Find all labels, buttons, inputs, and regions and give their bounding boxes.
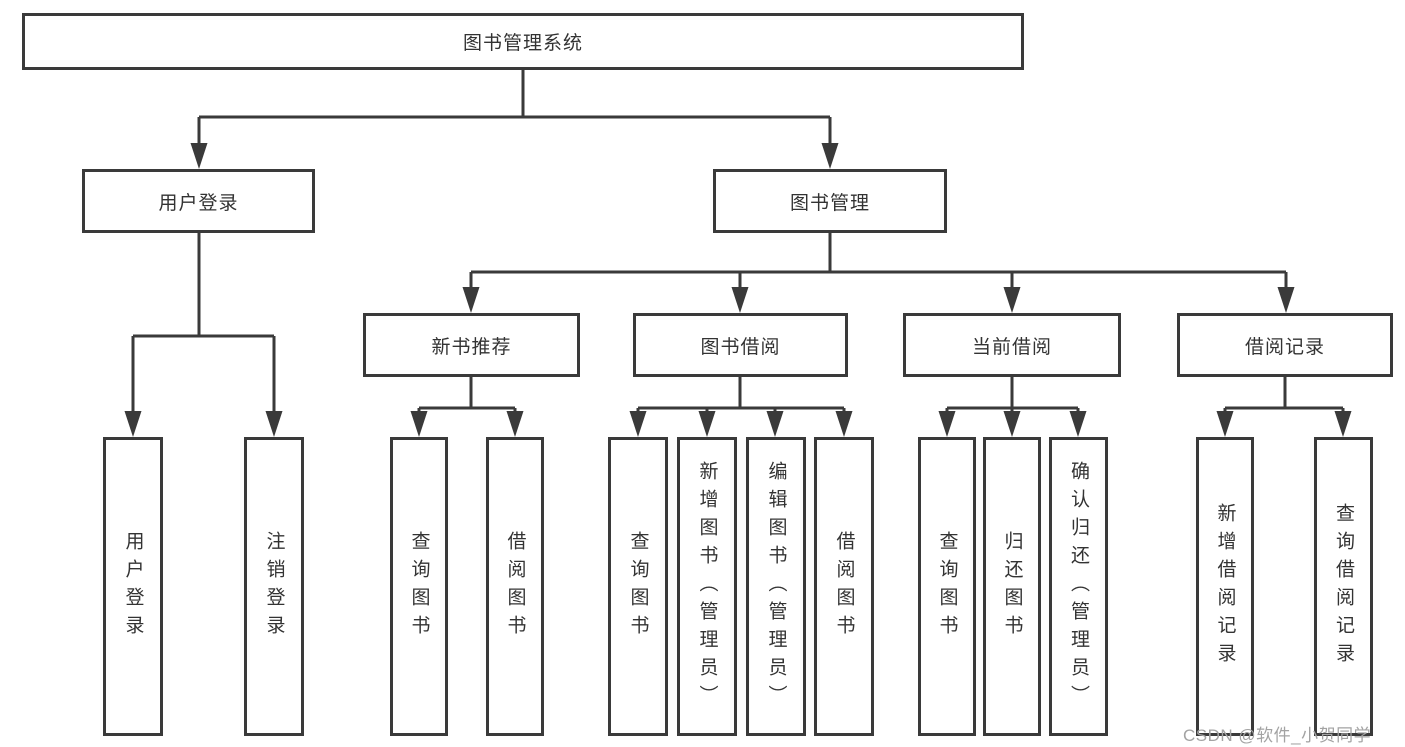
- arrowhead-group: [124, 143, 1352, 437]
- node-label: 用户登录: [122, 530, 144, 643]
- node-label: 用户登录: [158, 192, 239, 214]
- node-query-book-1: 查询图书: [390, 437, 448, 736]
- node-label: 确认归还（管理员）: [1068, 460, 1089, 713]
- node-user-login: 用户登录: [82, 169, 315, 233]
- node-current-borrow: 当前借阅: [903, 313, 1121, 377]
- node-label: 编辑图书（管理员）: [765, 460, 787, 713]
- node-label: 查询图书: [627, 530, 649, 643]
- node-label: 图书管理系统: [462, 33, 583, 54]
- node-return-book: 归还图书: [983, 437, 1041, 736]
- node-label: 新增图书（管理员）: [696, 460, 718, 713]
- node-book-management: 图书管理: [713, 169, 947, 233]
- node-logout: 注销登录: [244, 437, 304, 736]
- node-borrow-book-1: 借阅图书: [486, 437, 544, 736]
- node-query-book-2: 查询图书: [608, 437, 668, 736]
- node-label: 借阅记录: [1244, 336, 1325, 358]
- node-label: 借阅图书: [504, 530, 526, 643]
- node-label: 借阅图书: [833, 530, 855, 643]
- node-query-book-3: 查询图书: [918, 437, 976, 736]
- node-book-borrow: 图书借阅: [633, 313, 848, 377]
- node-label: 当前借阅: [971, 336, 1052, 358]
- node-label: 图书管理: [789, 192, 870, 214]
- node-label: 查询借阅记录: [1333, 502, 1354, 671]
- node-label: 查询图书: [936, 530, 958, 643]
- node-user-login-leaf: 用户登录: [103, 437, 163, 736]
- node-new-book-recommend: 新书推荐: [363, 313, 580, 377]
- node-label: 注销登录: [263, 530, 285, 643]
- node-borrow-record: 借阅记录: [1177, 313, 1393, 377]
- node-label: 新书推荐: [431, 336, 512, 358]
- node-label: 查询图书: [408, 530, 430, 643]
- node-edit-book-admin: 编辑图书（管理员）: [746, 437, 806, 736]
- node-library-management-system: 图书管理系统: [22, 13, 1024, 70]
- node-query-borrow-record: 查询借阅记录: [1314, 437, 1373, 736]
- node-label: 新增借阅记录: [1214, 502, 1236, 671]
- csdn-watermark: CSDN @软件_小贺同学: [1183, 726, 1372, 745]
- node-borrow-book-2: 借阅图书: [814, 437, 874, 736]
- node-confirm-return-admin: 确认归还（管理员）: [1049, 437, 1108, 736]
- node-label: 图书借阅: [700, 336, 781, 358]
- node-add-borrow-record: 新增借阅记录: [1196, 437, 1254, 736]
- node-label: 归还图书: [1001, 530, 1023, 643]
- node-add-book-admin: 新增图书（管理员）: [677, 437, 737, 736]
